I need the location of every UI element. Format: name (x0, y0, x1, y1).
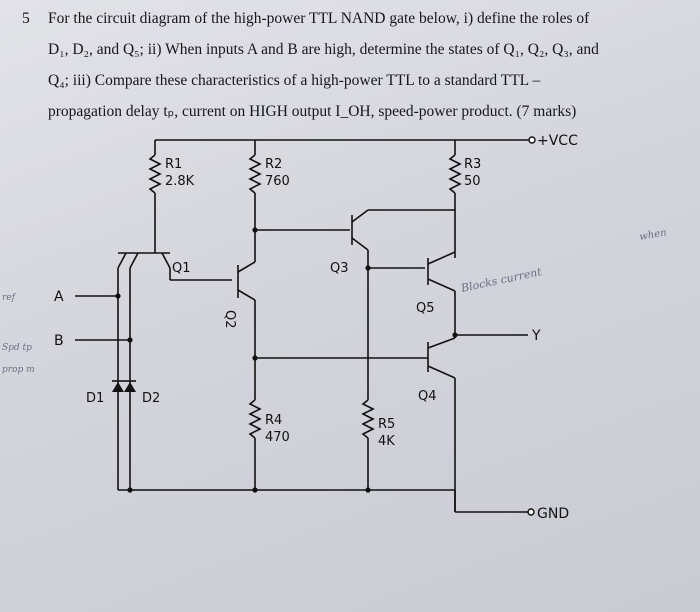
r3-name: R3 (464, 157, 481, 172)
d1-label: D1 (86, 391, 104, 406)
handwritten-note-q5: Blocks current (459, 265, 543, 295)
q4-label: Q4 (418, 389, 437, 404)
r2-name: R2 (265, 157, 282, 172)
vcc-label: +VCC (537, 133, 578, 149)
diode-symbols (112, 380, 136, 392)
r5-value: 4K (378, 434, 395, 449)
question-line-1: For the circuit diagram of the high-powe… (48, 10, 590, 27)
gnd-label: GND (537, 506, 569, 522)
margin-note-b: Spd tp (2, 343, 32, 353)
circuit-wires (75, 139, 530, 513)
r1-name: R1 (165, 157, 182, 172)
r5-name: R5 (378, 417, 395, 432)
input-b-label: B (54, 333, 64, 349)
q3-label: Q3 (330, 261, 349, 276)
junction-dots (115, 227, 458, 493)
output-label: Y (531, 328, 541, 344)
q5-label: Q5 (416, 301, 435, 316)
r2-value: 760 (265, 174, 290, 189)
d2-label: D2 (142, 391, 160, 406)
input-a-label: A (54, 289, 64, 305)
gnd-terminal (527, 508, 535, 516)
margin-note-c: prop m (2, 365, 35, 375)
r4-value: 470 (265, 430, 290, 445)
q1-label: Q1 (172, 261, 191, 276)
r3-value: 50 (464, 174, 481, 189)
question-line-2: D₁, D₂, and Q₅; ii) When inputs A and B … (48, 41, 599, 58)
vcc-terminal (528, 136, 536, 144)
q2-label: Q2 (222, 310, 237, 329)
question-number: 5 (22, 10, 30, 27)
r1-value: 2.8K (165, 174, 195, 189)
r4-name: R4 (265, 413, 282, 428)
handwritten-note-right: when (639, 227, 668, 243)
margin-note-a: ref (2, 293, 17, 303)
question-line-3: Q₄; iii) Compare these characteristics o… (48, 72, 541, 89)
question-line-4: propagation delay tₚ, current on HIGH ou… (48, 103, 577, 120)
